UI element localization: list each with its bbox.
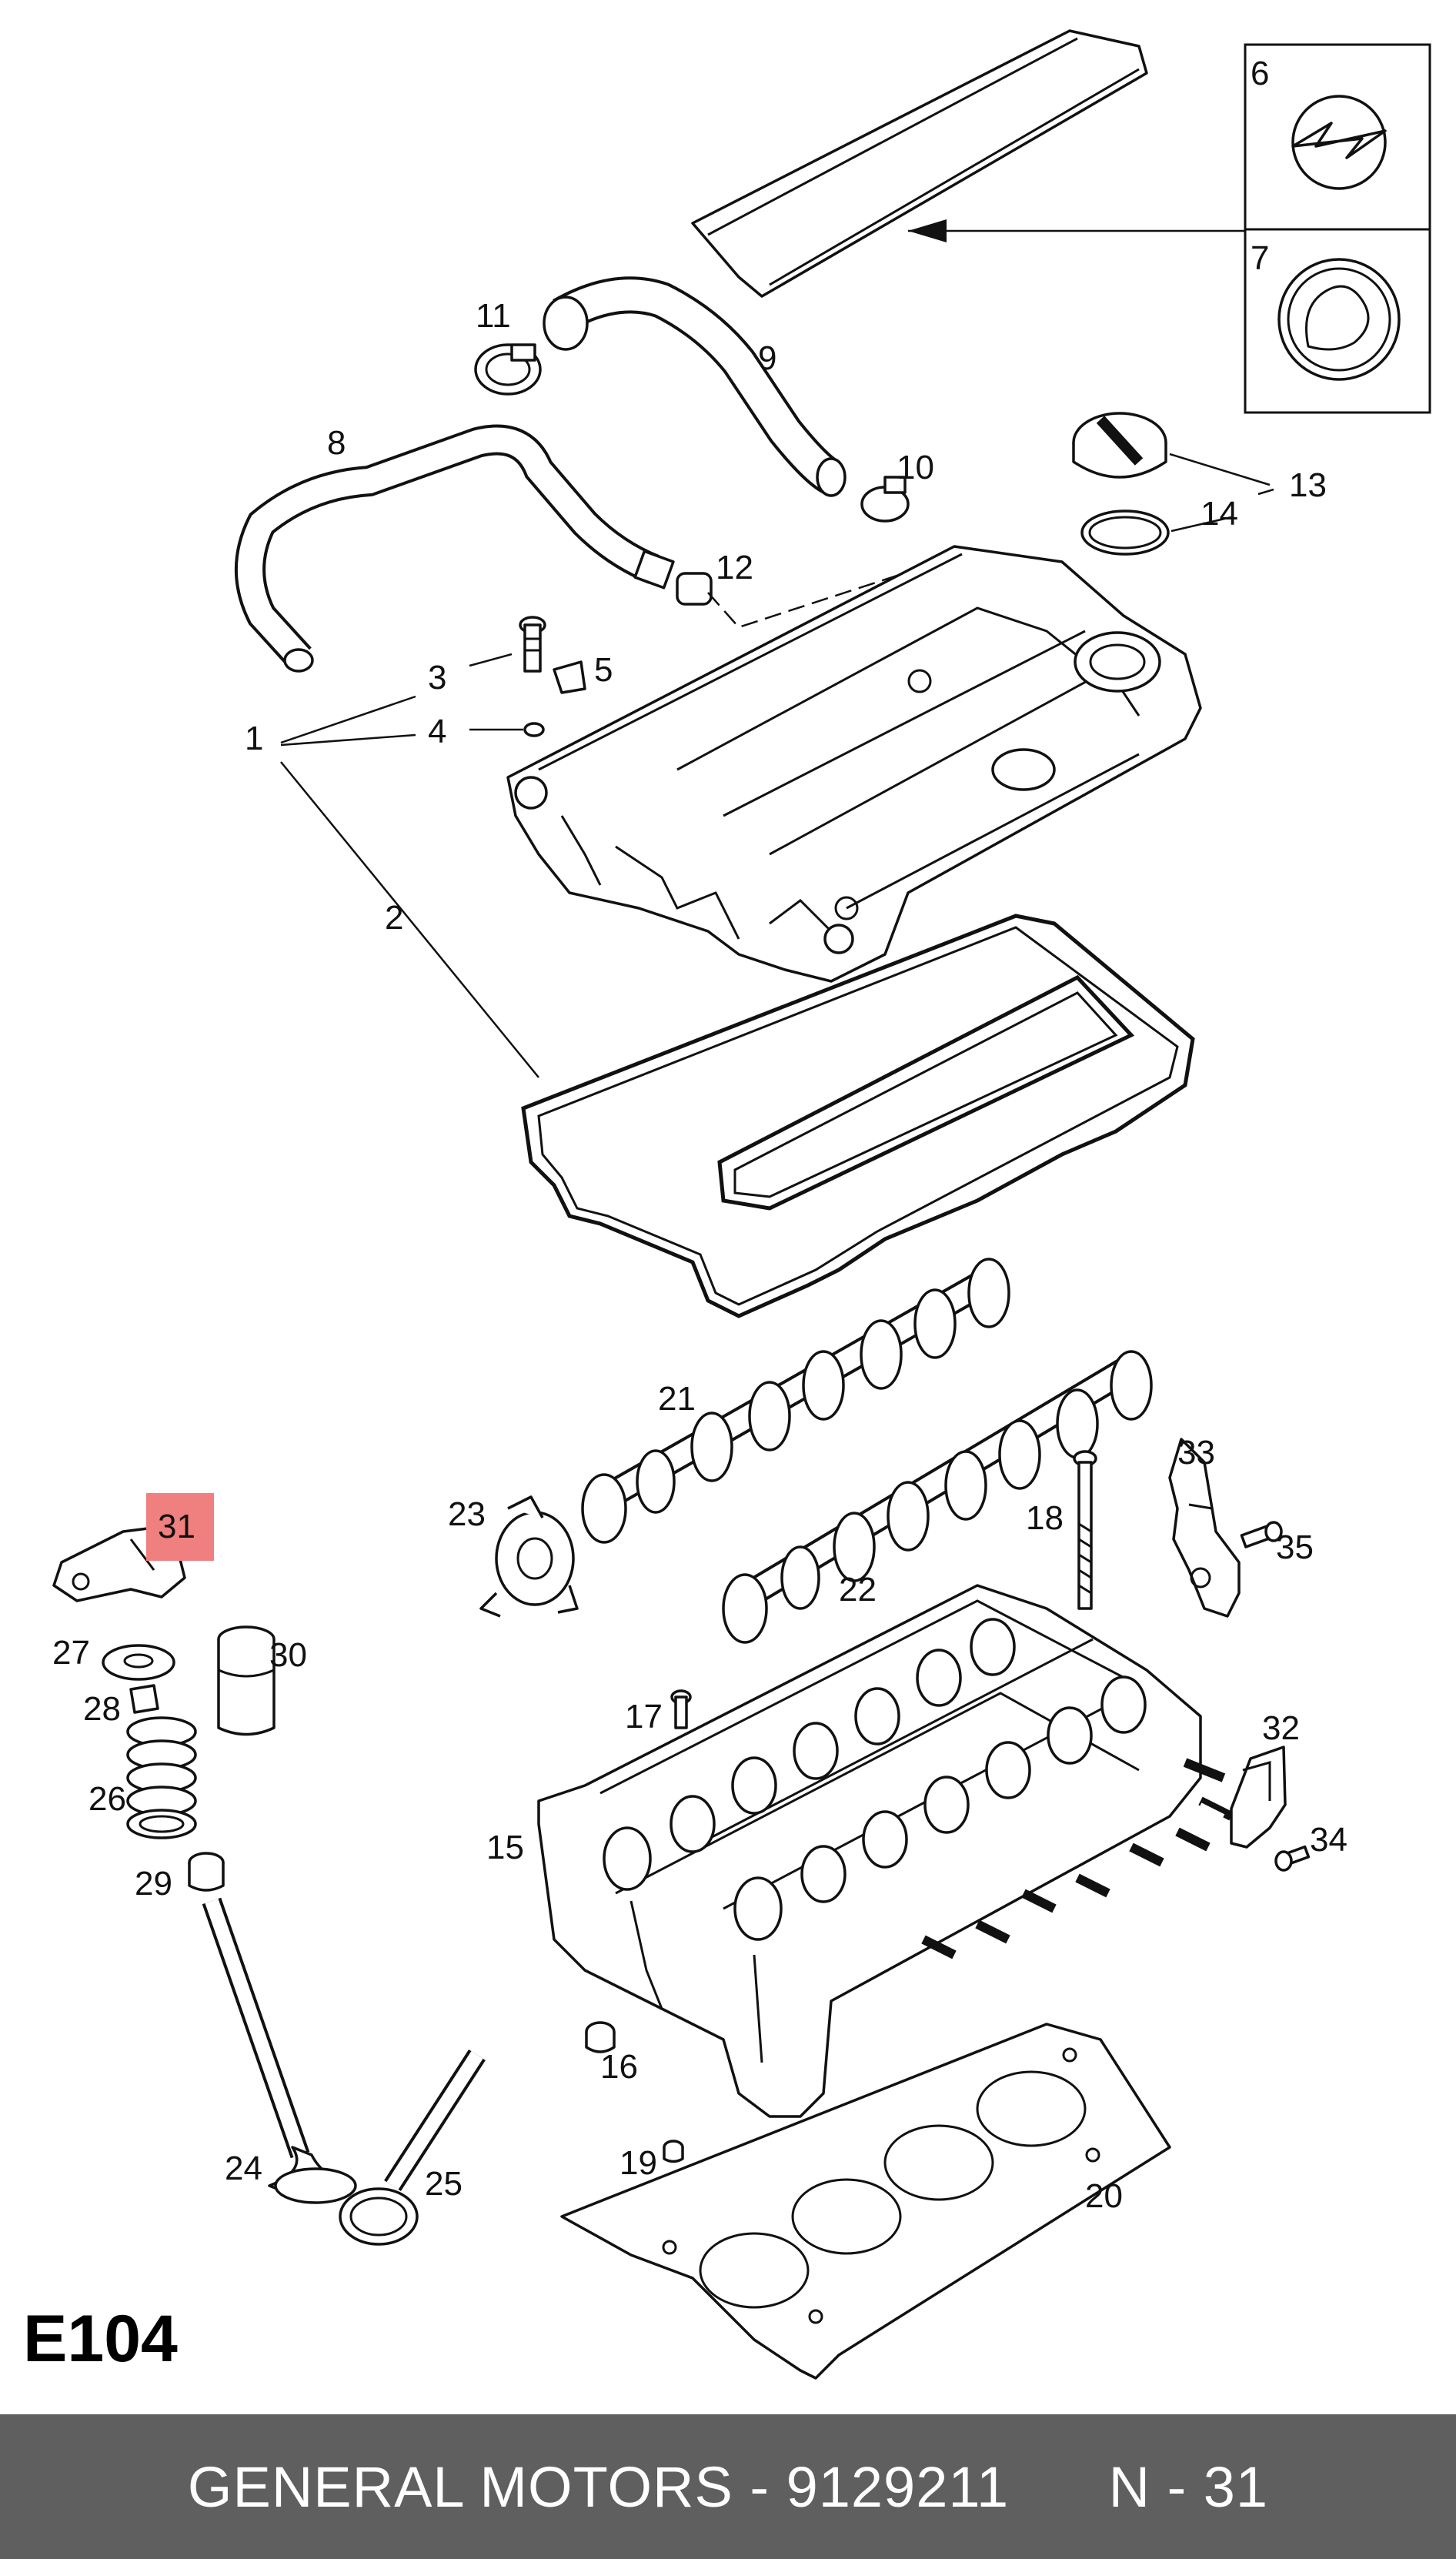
exhaust-studs — [921, 1758, 1234, 1959]
callout-33: 33 — [1177, 1434, 1215, 1472]
intake-valve-24 — [202, 1897, 357, 2204]
callout-13: 13 — [1289, 466, 1327, 504]
callout-34: 34 — [1310, 1821, 1347, 1859]
footer-gap — [1009, 2454, 1108, 2520]
opel-logo-icon — [1291, 95, 1387, 190]
callout-17: 17 — [625, 1698, 663, 1736]
camshaft-cover-1 — [506, 545, 1202, 983]
bolt-34 — [1274, 1845, 1311, 1872]
head-gasket-20 — [560, 2023, 1171, 2380]
valve-keeper-28 — [129, 1684, 159, 1714]
callout-28: 28 — [83, 1690, 121, 1728]
washer-4 — [523, 722, 545, 737]
callout-9: 9 — [758, 339, 776, 377]
callout-4: 4 — [428, 713, 446, 750]
hose-clamp-11 — [474, 343, 542, 396]
callout-23: 23 — [448, 1495, 486, 1533]
callout-7: 7 — [1251, 239, 1269, 277]
footer-reference: N - 31 — [1108, 2454, 1269, 2519]
callout-18: 18 — [1026, 1499, 1064, 1537]
oil-cap-seal-14 — [1080, 509, 1170, 556]
bolt-35 — [1240, 1521, 1283, 1548]
callout-6: 6 — [1251, 55, 1269, 92]
dowel-19 — [663, 2140, 684, 2163]
bracket-33 — [1168, 1438, 1241, 1618]
callout-14: 14 — [1201, 495, 1238, 533]
callout-22: 22 — [839, 1571, 877, 1609]
plug-16 — [585, 2021, 616, 2053]
footer-bar: GENERAL MOTORS - 9129211 N - 31 — [0, 2414, 1456, 2559]
callout-labels: 1 2 3 4 5 6 7 8 9 10 11 12 13 14 15 16 1… — [52, 55, 1347, 2215]
vauxhall-griffin-logo-icon — [1277, 258, 1401, 381]
callout-3: 3 — [428, 659, 446, 697]
diagram-code: E104 — [23, 2302, 178, 2376]
callout-27: 27 — [52, 1634, 90, 1672]
callout-24: 24 — [225, 2150, 262, 2187]
callout-2: 2 — [385, 899, 403, 937]
callout-29: 29 — [135, 1865, 172, 1903]
hose-clamp-12 — [676, 572, 713, 606]
logo-box — [1244, 43, 1431, 414]
callout-1: 1 — [245, 720, 263, 757]
callout-19: 19 — [619, 2144, 657, 2182]
callout-26: 26 — [88, 1780, 126, 1818]
callout-16: 16 — [600, 2048, 638, 2086]
valve-spring-26 — [126, 1716, 197, 1839]
arrow-icon — [908, 219, 947, 242]
footer-brand: GENERAL MOTORS — [187, 2454, 733, 2519]
camshaft-21 — [581, 1258, 1010, 1544]
bracket-32 — [1230, 1746, 1287, 1849]
callout-30: 30 — [269, 1636, 307, 1674]
spring-retainer-27 — [102, 1644, 175, 1681]
engine-cover-part — [691, 29, 1148, 298]
exhaust-valve-25 — [339, 2049, 486, 2246]
callout-8: 8 — [327, 424, 346, 462]
camshaft-bearing-caps — [603, 1618, 1147, 1941]
footer-separator: - — [733, 2454, 786, 2519]
callout-highlight — [146, 1493, 214, 1561]
clip-5 — [553, 660, 586, 694]
callout-12: 12 — [716, 549, 753, 586]
bolt-17 — [670, 1689, 692, 1729]
exploded-view-diagram: 1 2 3 4 5 6 7 8 9 10 11 12 13 14 15 16 1… — [52, 29, 1431, 2380]
callout-15: 15 — [486, 1829, 524, 1866]
hydraulic-lifter-30 — [217, 1625, 276, 1736]
callout-25: 25 — [425, 2165, 463, 2203]
callout-32: 32 — [1262, 1709, 1300, 1747]
bolt-18 — [1073, 1450, 1097, 1610]
breather-hose-8 — [235, 424, 660, 669]
valve-stem-seal-29 — [188, 1852, 225, 1892]
bolt-3 — [519, 616, 546, 673]
callout-31: 31 — [158, 1508, 195, 1545]
callout-20: 20 — [1085, 2177, 1123, 2215]
reluctor-wheel-23 — [479, 1495, 579, 1618]
callout-11: 11 — [476, 297, 511, 335]
callout-21: 21 — [658, 1380, 696, 1418]
callout-10: 10 — [897, 449, 934, 486]
callout-5: 5 — [594, 651, 613, 689]
oil-filler-cap-13 — [1072, 412, 1167, 479]
callout-35: 35 — [1276, 1528, 1314, 1566]
cam-cover-gasket-2 — [521, 914, 1195, 1318]
hose-clamp-10 — [860, 476, 910, 523]
footer-part-number: 9129211 — [786, 2454, 1010, 2519]
